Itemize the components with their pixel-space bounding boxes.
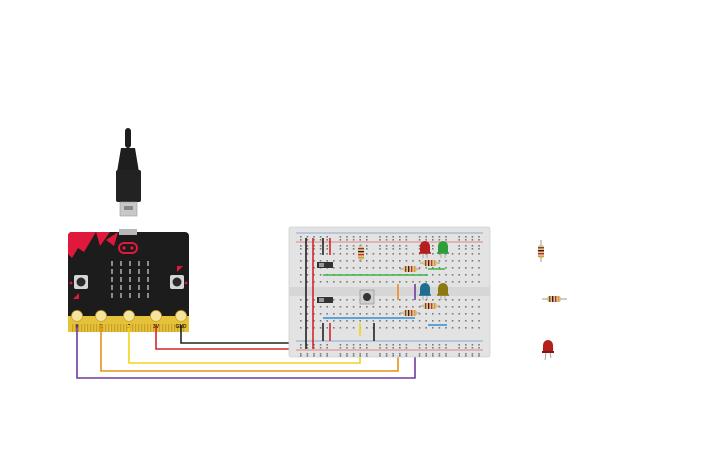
resistor[interactable] bbox=[400, 266, 420, 272]
led-matrix bbox=[111, 261, 149, 298]
matrix-led bbox=[120, 261, 122, 266]
push-button[interactable] bbox=[359, 289, 375, 305]
wire-gnd bbox=[180, 325, 303, 344]
matrix-led bbox=[147, 261, 149, 266]
usb-cable[interactable] bbox=[116, 128, 141, 217]
matrix-led bbox=[111, 261, 113, 266]
microbit-logo-accent bbox=[68, 232, 96, 258]
arrow-icon bbox=[73, 293, 79, 299]
matrix-led bbox=[147, 293, 149, 298]
matrix-led bbox=[129, 269, 131, 274]
matrix-led bbox=[111, 293, 113, 298]
matrix-led bbox=[129, 261, 131, 266]
resistor[interactable] bbox=[420, 260, 440, 266]
slide-switch[interactable] bbox=[317, 262, 333, 268]
led-blue[interactable] bbox=[419, 283, 431, 300]
matrix-led bbox=[129, 277, 131, 282]
matrix-led bbox=[120, 293, 122, 298]
matrix-led bbox=[120, 285, 122, 290]
matrix-led bbox=[138, 293, 140, 298]
edge-teeth bbox=[72, 324, 185, 332]
matrix-led bbox=[147, 269, 149, 274]
arrow-icon bbox=[177, 266, 183, 272]
matrix-led bbox=[138, 277, 140, 282]
resistor[interactable] bbox=[400, 310, 420, 316]
led-yellow[interactable] bbox=[437, 283, 449, 300]
matrix-led bbox=[147, 277, 149, 282]
button-b[interactable] bbox=[170, 275, 184, 289]
matrix-led bbox=[138, 261, 140, 266]
breadboard-holes bbox=[300, 236, 480, 357]
matrix-led bbox=[111, 269, 113, 274]
resistor[interactable] bbox=[358, 244, 364, 262]
button-a[interactable] bbox=[74, 275, 88, 289]
touch-logo[interactable] bbox=[118, 242, 138, 254]
matrix-led bbox=[129, 285, 131, 290]
breadboard[interactable] bbox=[288, 226, 491, 358]
led-red[interactable] bbox=[419, 241, 431, 258]
slide-switch[interactable] bbox=[317, 297, 333, 303]
matrix-led bbox=[120, 269, 122, 274]
matrix-led bbox=[120, 277, 122, 282]
matrix-led bbox=[111, 277, 113, 282]
breadboard-jumpers[interactable] bbox=[305, 238, 447, 349]
matrix-led bbox=[138, 285, 140, 290]
matrix-led bbox=[129, 293, 131, 298]
matrix-led bbox=[138, 269, 140, 274]
loose-resistor-vertical[interactable] bbox=[538, 240, 544, 262]
resistor[interactable] bbox=[420, 303, 440, 309]
loose-resistor-horizontal[interactable] bbox=[542, 296, 567, 302]
led-green[interactable] bbox=[437, 241, 449, 258]
wire-3v bbox=[155, 325, 300, 350]
matrix-led bbox=[147, 285, 149, 290]
loose-led-red[interactable] bbox=[542, 340, 554, 361]
matrix-led bbox=[111, 285, 113, 290]
